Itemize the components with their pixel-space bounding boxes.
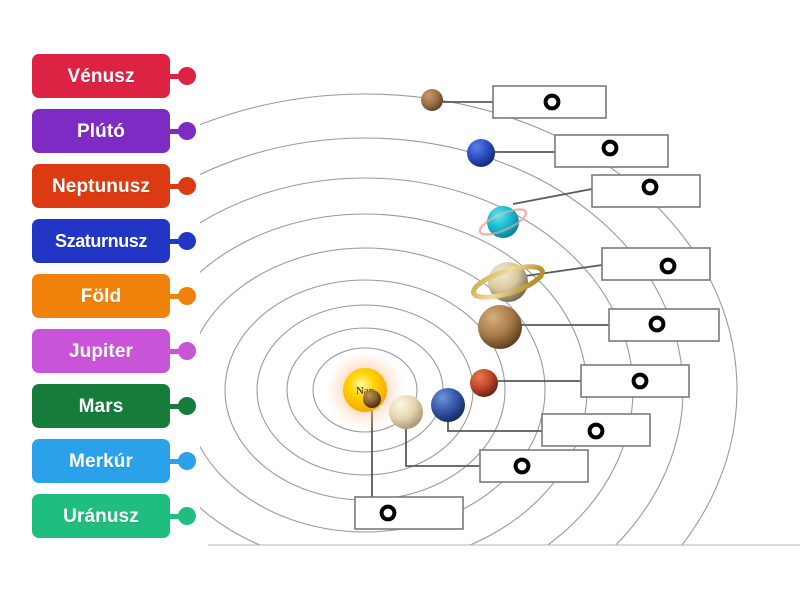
- chip-stem: [169, 403, 182, 409]
- planet-group: [363, 89, 545, 429]
- chip-knob-icon[interactable]: [178, 122, 196, 140]
- orbit-rings: [200, 93, 738, 545]
- chip-stem: [169, 128, 182, 134]
- chip-pluto[interactable]: Plútó: [32, 109, 196, 153]
- orbit-pluto: [200, 93, 738, 545]
- chip-jupiter[interactable]: Jupiter: [32, 329, 196, 373]
- chip-knob-icon[interactable]: [178, 287, 196, 305]
- dropzone-5[interactable]: [608, 308, 720, 342]
- chip-venusz[interactable]: Vénusz: [32, 54, 196, 98]
- connector-lines: [371, 101, 609, 497]
- dropzone-group: [354, 85, 720, 530]
- chip-uranusz[interactable]: Uránusz: [32, 494, 196, 538]
- chip-stem: [169, 183, 182, 189]
- planet-mars: [470, 369, 498, 397]
- uranus-ring-front: [478, 208, 528, 236]
- chip-merkur[interactable]: Merkúr: [32, 439, 196, 483]
- planet-venus: [389, 395, 423, 429]
- planet-uranus: [478, 206, 528, 238]
- chip-szaturnusz[interactable]: Szaturnusz: [32, 219, 196, 263]
- dropzone-marker: [601, 139, 619, 157]
- planet-neptune: [467, 139, 495, 167]
- dropzone-3[interactable]: [591, 174, 701, 208]
- connector-4: [517, 264, 603, 278]
- connector-3: [512, 188, 593, 205]
- chip-label: Vénusz: [67, 65, 135, 87]
- connector-8: [405, 412, 480, 467]
- chip-stem: [169, 458, 182, 464]
- chip-fold[interactable]: Föld: [32, 274, 196, 318]
- planet-jupiter: [478, 305, 522, 349]
- planet-pluto: [421, 89, 443, 111]
- dropzone-marker: [587, 422, 605, 440]
- chip-knob-icon[interactable]: [178, 232, 196, 250]
- chip-knob-icon[interactable]: [178, 67, 196, 85]
- chip-neptunusz[interactable]: Neptunusz: [32, 164, 196, 208]
- planet-earth: [431, 388, 465, 422]
- chip-stem: [169, 513, 182, 519]
- dropzone-marker: [648, 315, 666, 333]
- chip-stem: [169, 293, 182, 299]
- dropzone-4[interactable]: [601, 247, 711, 281]
- saturn-ring: [471, 264, 545, 300]
- solar-system-diagram: Nap: [200, 0, 800, 600]
- dropzone-marker: [659, 257, 677, 275]
- chip-label: Uránusz: [63, 505, 139, 527]
- chip-label: Neptunusz: [51, 175, 150, 197]
- dropzone-9[interactable]: [354, 496, 464, 530]
- planet-saturn: [471, 262, 545, 302]
- dropzone-marker: [543, 93, 561, 111]
- chip-stem: [169, 73, 182, 79]
- dropzone-2[interactable]: [554, 134, 669, 168]
- dropzone-8[interactable]: [479, 449, 589, 483]
- dropzone-marker: [631, 372, 649, 390]
- chip-knob-icon[interactable]: [178, 507, 196, 525]
- dropzone-7[interactable]: [541, 413, 651, 447]
- chip-knob-icon[interactable]: [178, 397, 196, 415]
- dropzone-6[interactable]: [580, 364, 690, 398]
- chip-stem: [169, 348, 182, 354]
- chip-label: Mars: [78, 395, 124, 417]
- chip-stem: [169, 238, 182, 244]
- chip-mars[interactable]: Mars: [32, 384, 196, 428]
- chip-knob-icon[interactable]: [178, 342, 196, 360]
- dropzone-1[interactable]: [492, 85, 607, 119]
- chip-label: Merkúr: [69, 450, 133, 472]
- orbit-jupiter: [200, 247, 546, 533]
- chip-label: Föld: [80, 285, 122, 307]
- dropzone-marker: [379, 504, 397, 522]
- orbit-mercury: [312, 347, 418, 433]
- chip-label: Jupiter: [68, 340, 134, 362]
- chip-label: Plútó: [77, 120, 125, 142]
- dropzone-marker: [513, 457, 531, 475]
- chip-label: Szaturnusz: [54, 231, 147, 251]
- chip-knob-icon[interactable]: [178, 452, 196, 470]
- sun: Nap: [325, 350, 405, 430]
- planet-mercury: [363, 390, 381, 408]
- dropzone-marker: [641, 178, 659, 196]
- chip-knob-icon[interactable]: [178, 177, 196, 195]
